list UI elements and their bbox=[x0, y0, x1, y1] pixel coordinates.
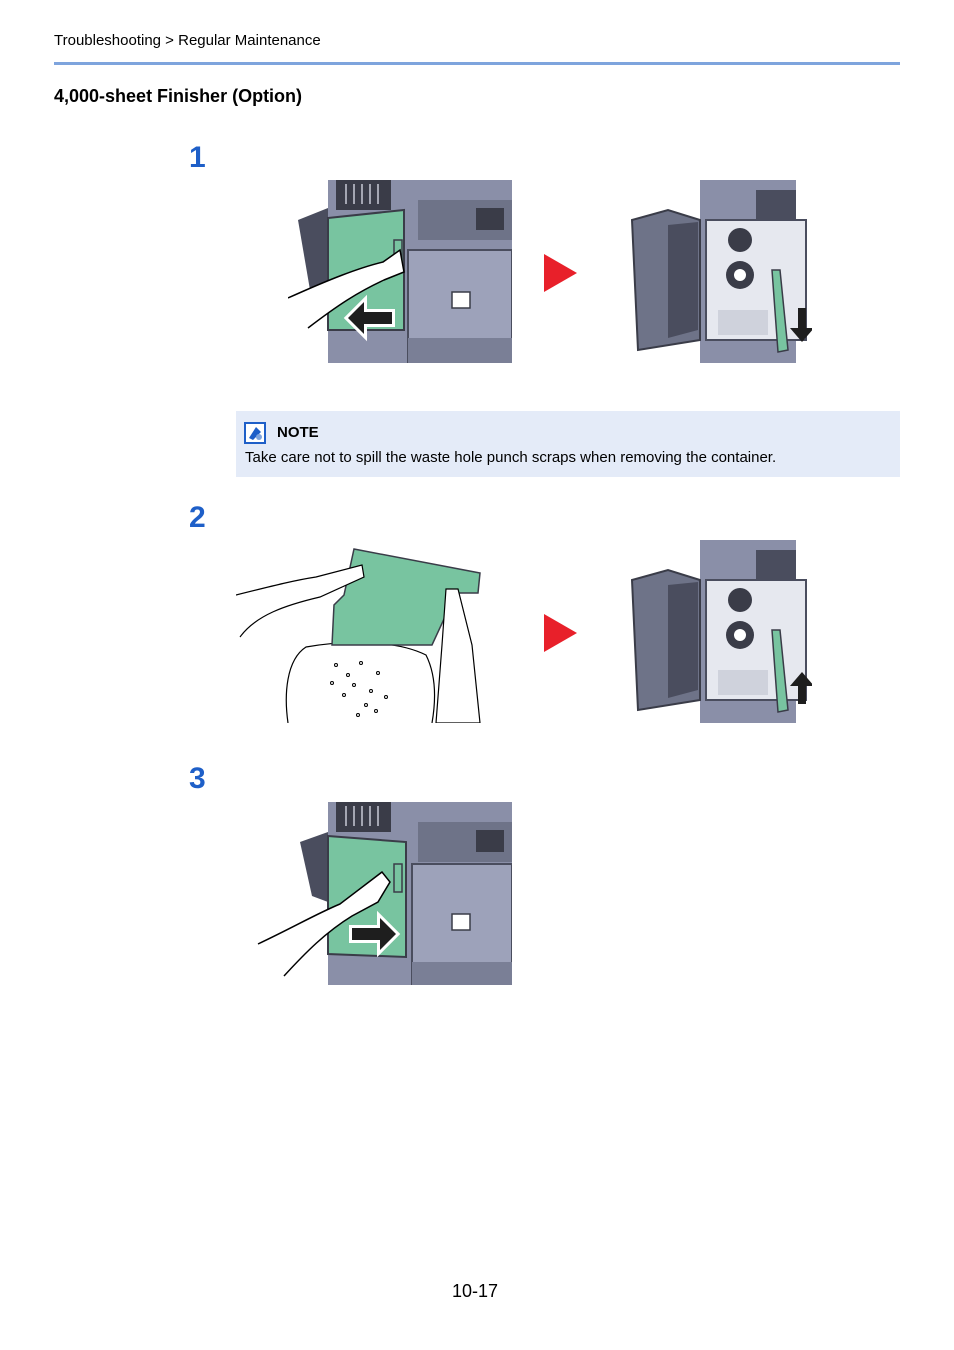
note-icon bbox=[244, 422, 266, 444]
section-title: 4,000-sheet Finisher (Option) bbox=[54, 86, 303, 106]
close-front-cover-illustration bbox=[257, 802, 512, 985]
pull-out-punch-waste-box-illustration bbox=[630, 180, 812, 363]
open-front-cover-illustration bbox=[288, 180, 512, 363]
header-divider bbox=[54, 62, 900, 65]
next-arrow bbox=[544, 254, 577, 292]
breadcrumb: Troubleshooting > Regular Maintenance bbox=[54, 32, 321, 49]
empty-waste-container-illustration bbox=[236, 548, 481, 723]
reinsert-punch-waste-box-illustration bbox=[630, 540, 812, 723]
step-2-number: 2 bbox=[189, 501, 206, 534]
next-arrow bbox=[544, 614, 577, 652]
step-3-number: 3 bbox=[189, 762, 206, 795]
page-number: 10-17 bbox=[452, 1281, 499, 1301]
step-1-number: 1 bbox=[189, 141, 206, 174]
note-label: NOTE bbox=[277, 424, 319, 441]
note-box: NOTE Take care not to spill the waste ho… bbox=[236, 411, 900, 477]
note-text: Take care not to spill the waste hole pu… bbox=[245, 449, 777, 466]
